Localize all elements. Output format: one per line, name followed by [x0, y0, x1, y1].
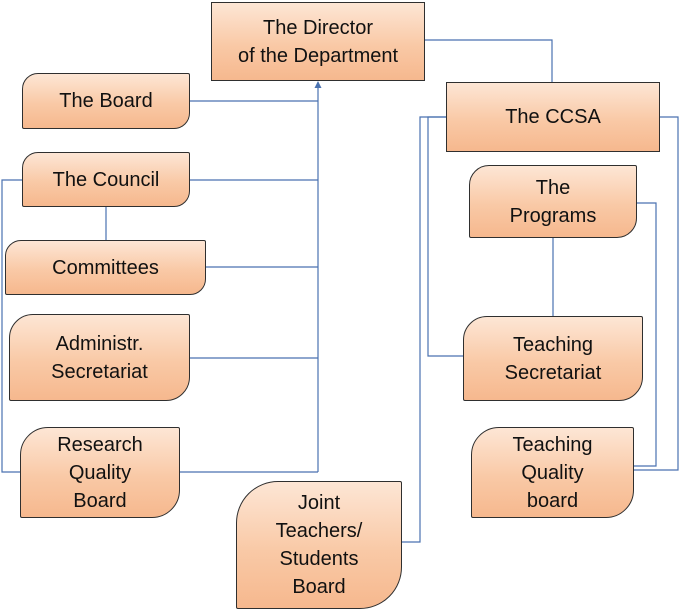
ccsa-box: The CCSA: [446, 82, 660, 152]
loop-council-research: [1, 179, 22, 473]
loop-ccsa-teaching-quality: [634, 116, 679, 471]
loop-ccsa-teaching-sec: [427, 116, 463, 357]
board-box: The Board: [22, 73, 190, 129]
loop-programs-teaching-quality: [634, 202, 657, 467]
teaching-secretariat-box: Teaching Secretariat: [463, 316, 643, 401]
committees-box: Committees: [5, 240, 206, 295]
teaching-quality-board-box: Teaching Quality board: [471, 427, 634, 518]
link-director-ccsa: [425, 39, 553, 82]
arrowhead-director: [314, 81, 322, 88]
admin-secretariat-box: Administr. Secretariat: [9, 314, 190, 401]
programs-box: The Programs: [469, 165, 637, 238]
director-box: The Director of the Department: [211, 2, 425, 81]
research-quality-board-box: Research Quality Board: [20, 427, 180, 518]
link-joint-ccsa: [402, 116, 446, 543]
joint-teachers-students-board-box: Joint Teachers/ Students Board: [236, 481, 402, 609]
council-box: The Council: [22, 152, 190, 207]
